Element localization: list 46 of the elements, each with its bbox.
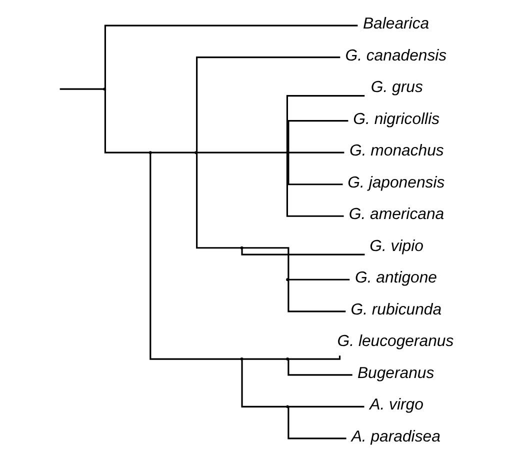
- node-text: Balearica: [362, 15, 430, 32]
- node-point: [286, 151, 290, 154]
- node-text: G. nigricollis: [353, 110, 440, 128]
- node-point: [240, 246, 244, 250]
- node-text: G. grus: [370, 79, 423, 96]
- connector: [288, 406, 346, 440]
- connector: [286, 95, 365, 152]
- node-text: G. monachus: [350, 142, 444, 160]
- connector: [288, 406, 364, 408]
- node-point: [286, 405, 290, 408]
- connector: [241, 360, 286, 408]
- node-point: [103, 88, 106, 91]
- connector: [241, 248, 365, 256]
- node-text: G. leucogeranus: [337, 333, 454, 350]
- connector: [152, 152, 196, 154]
- node-text: G. americana: [348, 206, 444, 224]
- connector: [288, 359, 352, 376]
- connector: [288, 280, 346, 312]
- connector: [104, 24, 358, 88]
- node-text: G. antigone: [355, 270, 438, 287]
- connector: [196, 153, 241, 249]
- connector: [196, 56, 340, 152]
- connector: [288, 120, 348, 153]
- node-text: G. canadensis: [345, 47, 447, 64]
- node-point: [286, 358, 290, 361]
- node-point: [194, 151, 198, 154]
- node-text: G. rubicunda: [350, 301, 442, 318]
- connector: [242, 358, 287, 360]
- connector: [60, 88, 104, 90]
- node-point: [240, 358, 244, 361]
- node-text: G. vipio: [370, 238, 424, 255]
- connector: [150, 154, 241, 360]
- connector: [288, 356, 341, 360]
- node-text: G. japonensis: [348, 174, 445, 192]
- node-text: Bugeranus: [357, 364, 434, 382]
- connector: [197, 152, 287, 154]
- connector: [288, 152, 343, 186]
- node-text: A. virgo: [370, 396, 424, 414]
- node-text: A. paradisea: [351, 428, 440, 446]
- connector: [288, 278, 350, 280]
- node-point: [286, 278, 290, 282]
- connector: [104, 90, 150, 154]
- connector: [288, 152, 344, 154]
- connector: [242, 247, 290, 280]
- connector: [286, 154, 344, 217]
- node-point: [148, 151, 152, 154]
